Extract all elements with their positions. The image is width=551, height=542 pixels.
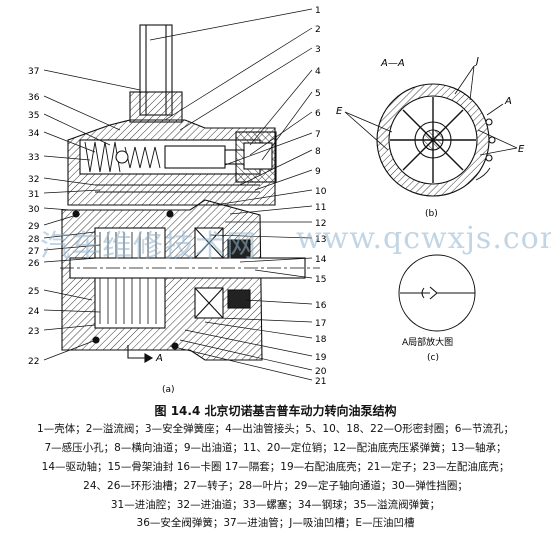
callout-leader-26	[43, 257, 99, 263]
callout-leader-9	[254, 169, 313, 191]
callout-label-19: 19	[315, 353, 327, 363]
callout-leader-32	[43, 177, 96, 186]
callout-leader-19	[184, 329, 313, 357]
figure-title: 图 14.4 北京切诺基吉普车动力转向油泵结构	[154, 404, 397, 418]
callout-leader-21	[169, 345, 313, 381]
callout-label-23: 23	[28, 327, 39, 337]
label-j: J	[474, 56, 479, 67]
subfigure-c-label: (c)	[427, 353, 439, 363]
legend-line-2: 7—感压小孔；8—横向油道；9—出油道；11、20—定位销；12—配油底壳压紧弹…	[44, 442, 507, 454]
callout-leader-23	[43, 324, 96, 331]
callout-leader-17	[219, 317, 313, 323]
callout-label-2: 2	[315, 25, 321, 35]
callout-leader-4	[249, 69, 313, 146]
callout-label-30: 30	[28, 205, 40, 215]
legend-line-6: 36—安全阀弹簧；37—进油管；J—吸油凹槽；E—压油凹槽	[136, 517, 415, 529]
callout-label-6: 6	[315, 109, 321, 119]
callout-label-33: 33	[28, 153, 39, 163]
callout-leader-2	[164, 27, 313, 121]
section-view-b	[344, 65, 518, 197]
callout-label-29: 29	[28, 222, 40, 232]
callout-leader-10	[214, 189, 313, 206]
callout-leader-14	[239, 257, 313, 263]
label-e-left: E	[336, 106, 343, 117]
detail-view-c	[398, 254, 476, 332]
callout-leader-25	[43, 289, 93, 301]
callout-leader-34	[43, 131, 96, 153]
callout-label-4: 4	[315, 67, 321, 77]
callout-label-27: 27	[28, 247, 39, 257]
callout-leader-36	[43, 95, 121, 131]
callout-label-35: 35	[28, 111, 39, 121]
callout-label-20: 20	[315, 367, 327, 377]
legend-line-4: 24、26—环形油槽；27—转子；28—叶片；29—定子轴向通道；30—弹性挡圈…	[83, 480, 468, 492]
callout-label-13: 13	[315, 235, 326, 245]
label-e-right: E	[518, 144, 525, 155]
watermark-right: www.qcwxjs.com	[296, 221, 551, 256]
legend-line-5: 31—进油腔；32—进油道；33—螺塞；34—钢球；35—溢流阀弹簧；	[110, 499, 441, 511]
callout-leader-27	[43, 244, 101, 251]
callout-leader-3	[179, 47, 313, 131]
callout-label-26: 26	[28, 259, 40, 269]
section-arrow-label: A	[155, 353, 163, 364]
callout-label-15: 15	[315, 275, 326, 285]
callout-leader-30	[43, 207, 71, 211]
callouts-left: 37 36 35 34 33 32 31 30 29 28 27 26 25 24 23 22	[28, 67, 141, 367]
section-title-a-a: A—A	[380, 58, 405, 69]
callout-label-3: 3	[315, 45, 321, 55]
callout-label-36: 36	[28, 93, 40, 103]
callout-leader-28	[43, 231, 96, 239]
callout-leader-7	[224, 132, 313, 166]
callout-label-14: 14	[315, 255, 327, 265]
main-section-view	[60, 24, 320, 363]
callout-leader-11	[229, 205, 313, 215]
callout-label-28: 28	[28, 235, 40, 245]
callout-label-10: 10	[315, 187, 327, 197]
callout-leader-33	[43, 155, 91, 161]
callout-label-32: 32	[28, 175, 39, 185]
callout-leader-24	[43, 309, 101, 313]
callout-label-22: 22	[28, 357, 39, 367]
callout-label-24: 24	[28, 307, 40, 317]
callout-label-9: 9	[315, 167, 321, 177]
subfigure-b-label: (b)	[425, 209, 438, 219]
callout-label-21: 21	[315, 377, 326, 387]
callout-label-31: 31	[28, 190, 39, 200]
callout-leader-18	[204, 321, 313, 339]
callout-leader-8	[239, 149, 313, 186]
subfigure-a-label: (a)	[162, 385, 175, 395]
callout-label-7: 7	[315, 130, 321, 140]
callout-leader-22	[43, 339, 97, 361]
callout-label-12: 12	[315, 219, 326, 229]
callout-label-17: 17	[315, 319, 326, 329]
callout-leader-16	[244, 299, 313, 305]
callout-label-34: 34	[28, 129, 40, 139]
callout-label-18: 18	[315, 335, 327, 345]
callout-label-5: 5	[315, 89, 321, 99]
callout-label-37: 37	[28, 67, 39, 77]
legend-line-1: 1—壳体；2—溢流阀；3—安全弹簧座；4—出油管接头；5、10、18、22—O形…	[37, 423, 514, 435]
callout-leader-29	[43, 213, 81, 226]
label-a: A	[504, 96, 512, 107]
callout-leader-5	[261, 91, 313, 161]
callout-label-11: 11	[315, 203, 326, 213]
legend-line-3: 14—驱动轴；15—骨架油封 16—卡圈 17—隔套；19—右配油底壳；21—定…	[41, 461, 510, 473]
callout-label-25: 25	[28, 287, 39, 297]
callout-label-16: 16	[315, 301, 327, 311]
callout-leader-37	[43, 69, 141, 91]
callout-leader-20	[179, 339, 313, 371]
callout-leader-35	[43, 113, 111, 146]
callout-leader-15	[254, 269, 313, 279]
callout-leader-13	[209, 234, 313, 239]
callout-label-1: 1	[315, 6, 321, 16]
callout-leader-6	[249, 111, 313, 156]
watermark-left: 汽车维修技术网	[40, 229, 257, 264]
callout-leader-1	[149, 8, 313, 41]
callout-label-8: 8	[315, 147, 321, 157]
callout-leader-31	[43, 189, 101, 194]
detail-caption: A局部放大图	[402, 336, 453, 348]
